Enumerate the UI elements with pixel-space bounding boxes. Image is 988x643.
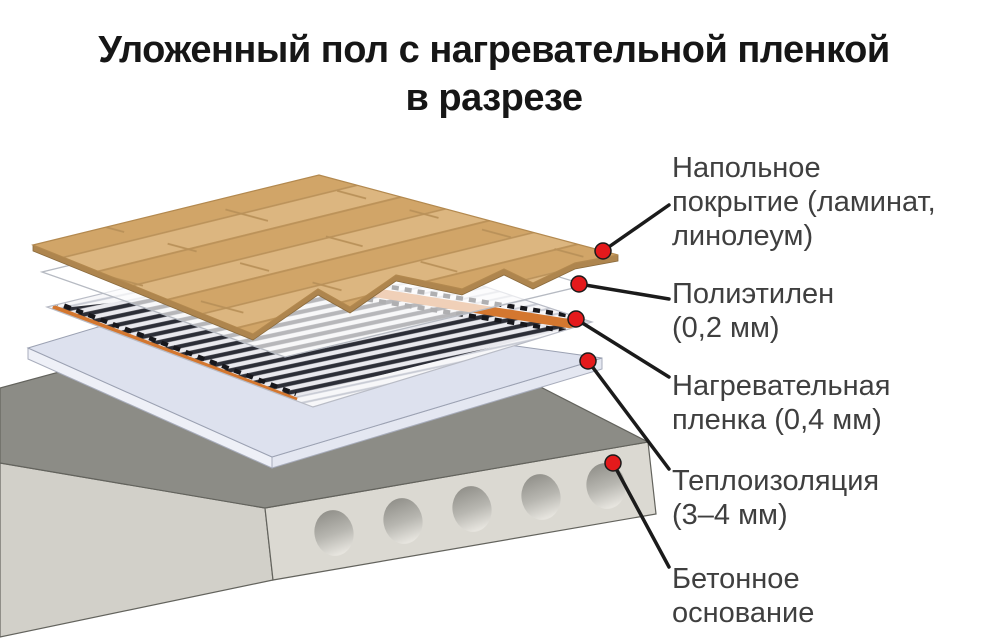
callout-line-heating-film (574, 317, 671, 379)
callout-label-concrete-base: Бетонное основание (672, 562, 814, 630)
callout-dot-polyethylene (570, 275, 588, 293)
callout-label-line: линолеум) (672, 220, 814, 252)
page-title: Уложенный пол с нагревательной пленкой в… (0, 26, 988, 122)
callout-line-floor-covering (601, 203, 671, 253)
callout-line-concrete-base (611, 461, 671, 569)
callout-dot-concrete-base (604, 454, 622, 472)
callout-label-floor-covering: Напольное покрытие (ламинат, линолеум) (672, 151, 936, 253)
callout-label-line: (3–4 мм) (672, 499, 788, 531)
callout-label-heating-film: Нагревательная пленка (0,4 мм) (672, 369, 890, 437)
callout-line-polyethylene (577, 282, 671, 301)
callout-dot-insulation (579, 352, 597, 370)
wood-outline (31, 174, 619, 335)
callout-label-line: Нагревательная (672, 370, 891, 402)
page-title-line2: в разрезе (405, 77, 583, 119)
callout-label-line: основание (672, 597, 815, 629)
callout-label-line: Бетонное (672, 563, 800, 595)
callout-label-line: Теплоизоляция (672, 465, 880, 497)
callout-dot-heating-film (567, 310, 585, 328)
callout-lines (574, 203, 671, 569)
callout-label-line: Напольное (672, 152, 821, 184)
callout-label-line: покрытие (ламинат, (672, 186, 936, 218)
callout-label-line: Полиэтилен (672, 278, 835, 310)
callout-label-insulation: Теплоизоляция (3–4 мм) (672, 464, 879, 532)
callout-label-polyethylene: Полиэтилен (0,2 мм) (672, 277, 834, 345)
callout-dots (567, 242, 622, 472)
callout-line-insulation (586, 359, 671, 471)
callout-label-line: пленка (0,4 мм) (672, 404, 882, 436)
concrete-hollow-cores (314, 463, 626, 556)
page-title-line1: Уложенный пол с нагревательной пленкой (98, 29, 890, 71)
callout-label-line: (0,2 мм) (672, 312, 780, 344)
callout-dot-floor-covering (594, 242, 612, 260)
